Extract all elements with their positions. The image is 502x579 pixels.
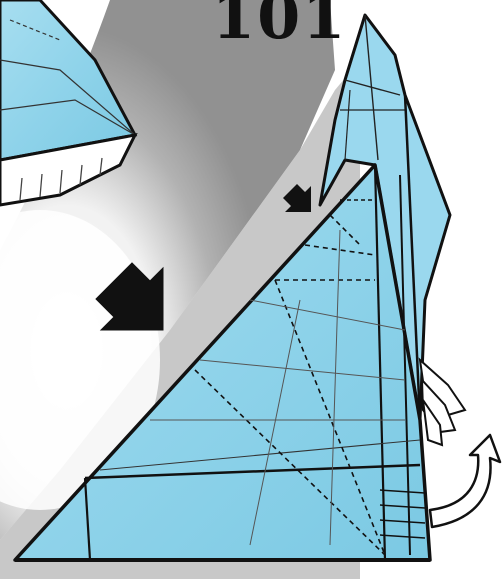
step-number: 101: [212, 0, 347, 48]
